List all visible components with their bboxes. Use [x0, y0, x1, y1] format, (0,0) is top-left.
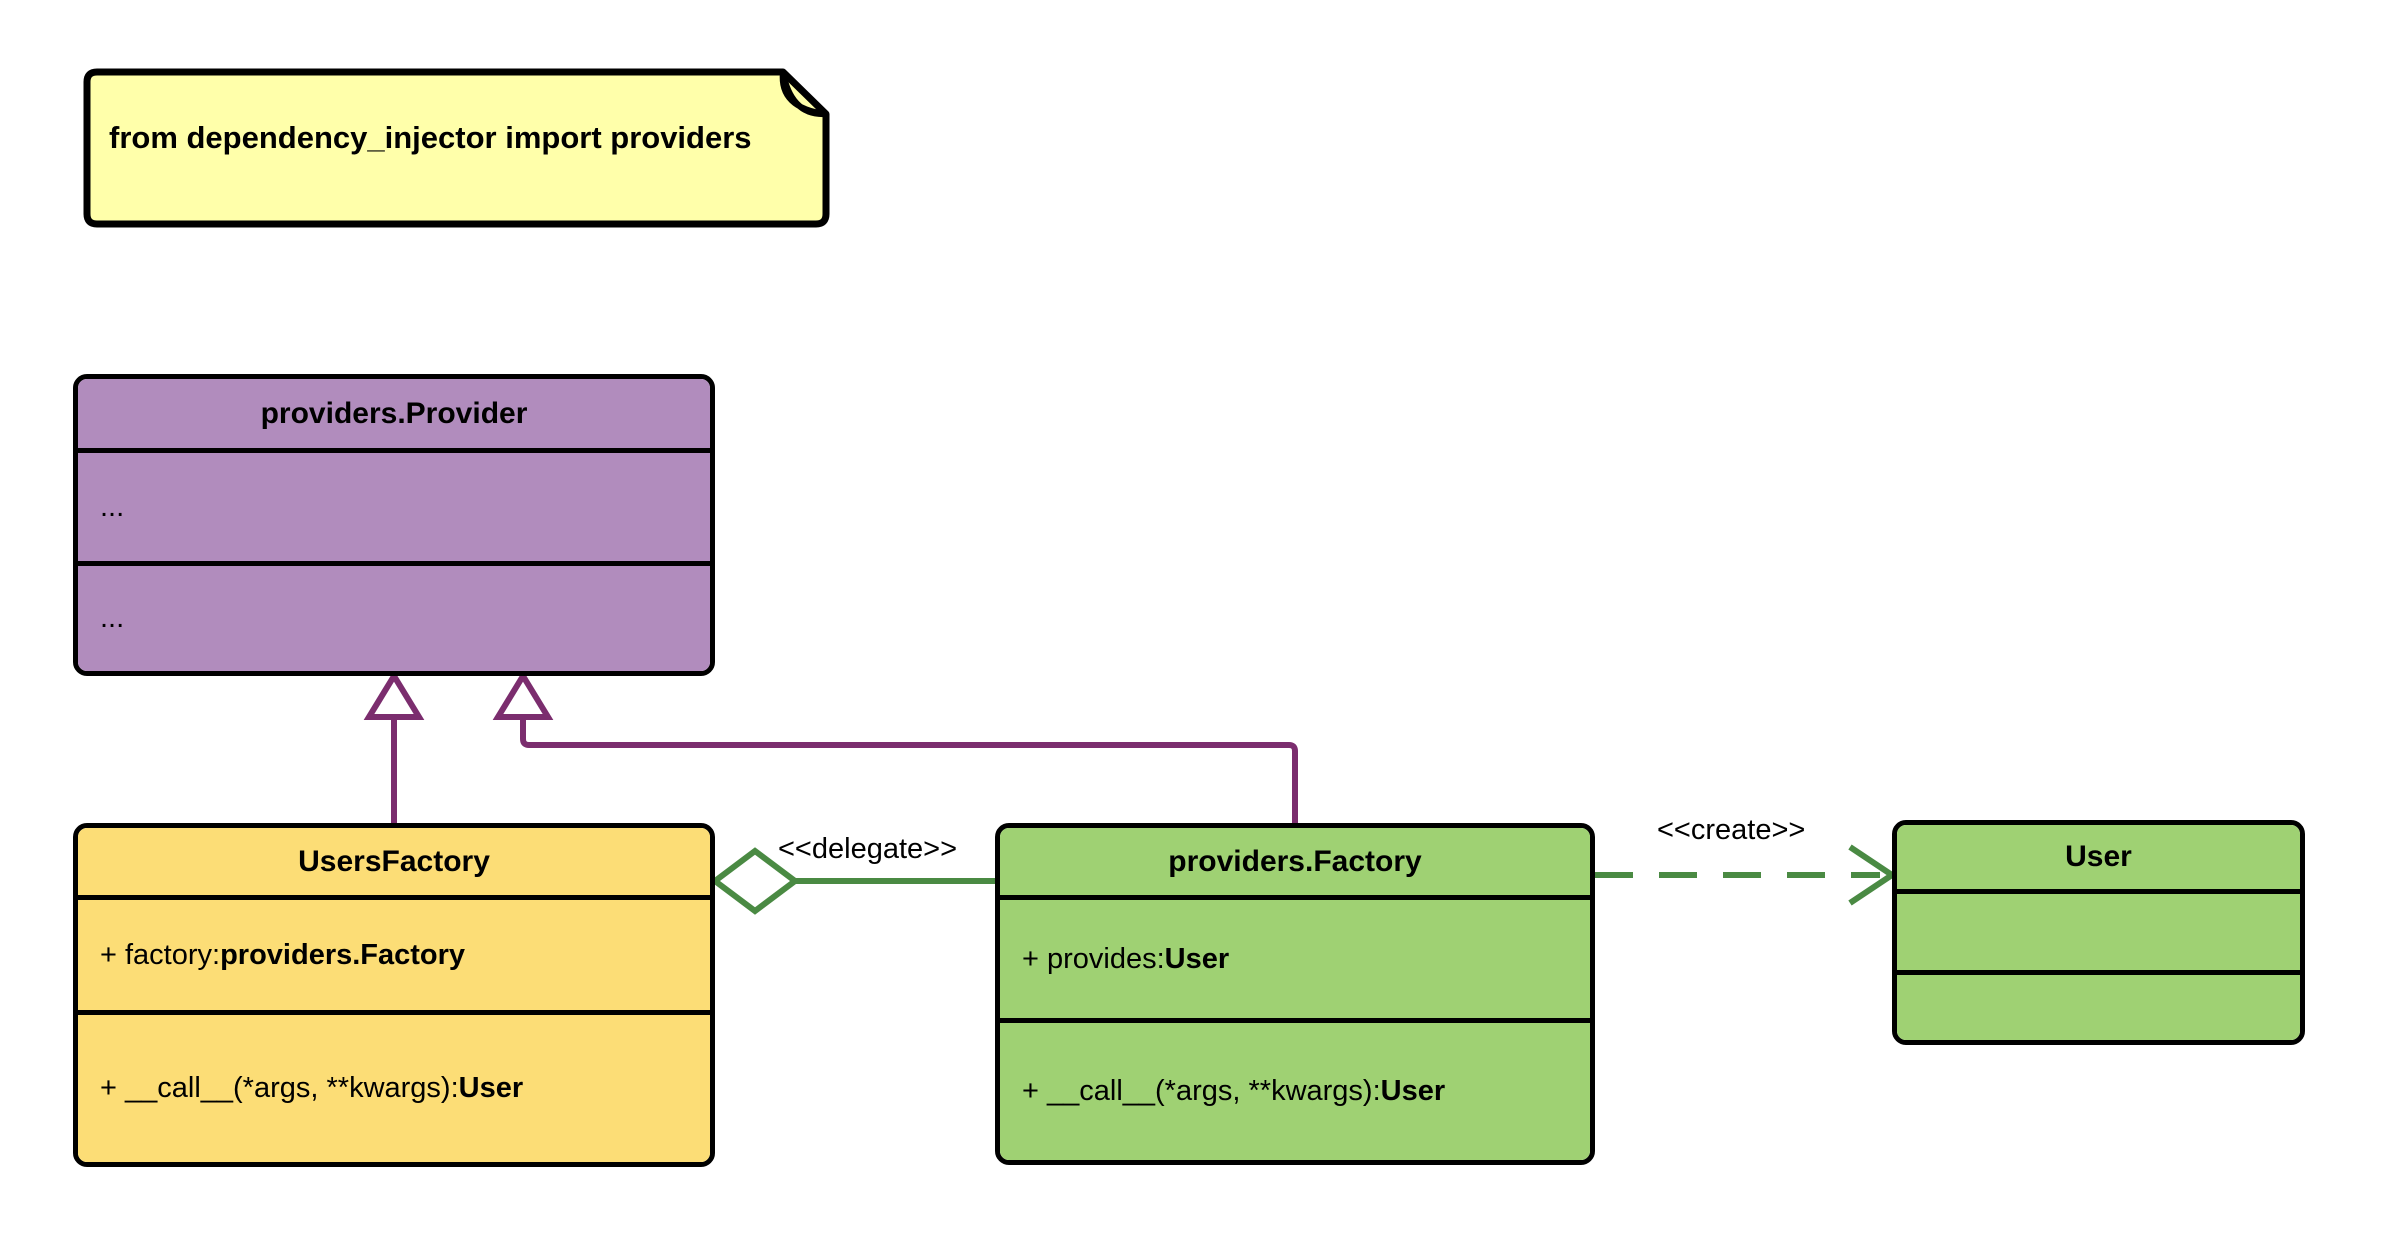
class-attributes-usersfactory: + factory: providers.Factory — [78, 895, 710, 1010]
dependency-create-edge[interactable] — [1595, 844, 1898, 906]
method-call-prefix-factory: + __call__(*args, **kwargs): — [1022, 1075, 1381, 1107]
attribute-provides-prefix: + provides: — [1022, 942, 1165, 975]
class-box-user[interactable]: User — [1892, 820, 2305, 1045]
class-title-providers-provider: providers.Provider — [78, 379, 710, 448]
class-title-user: User — [1897, 825, 2300, 889]
method-call-type: User — [458, 1072, 524, 1104]
class-title-providers-factory: providers.Factory — [1000, 828, 1590, 895]
note-shape — [83, 68, 830, 228]
class-methods-providers-factory: + __call__(*args, **kwargs): User — [1000, 1018, 1590, 1160]
generalization-providersfactory-to-provider[interactable] — [492, 670, 1298, 823]
attribute-provides-type: User — [1164, 942, 1230, 975]
method-call-type-factory: User — [1380, 1075, 1446, 1107]
class-attributes-providers-provider: ... — [78, 448, 710, 561]
edge-label-delegate: <<delegate>> — [778, 833, 958, 865]
class-box-usersfactory[interactable]: UsersFactory + factory: providers.Factor… — [73, 823, 715, 1167]
class-box-providers-factory[interactable]: providers.Factory + provides: User + __c… — [995, 823, 1595, 1165]
class-methods-user — [1897, 970, 2300, 1040]
class-box-providers-provider[interactable]: providers.Provider ... ... — [73, 374, 715, 676]
attribute-factory-prefix: + factory: — [100, 938, 221, 971]
class-title-usersfactory: UsersFactory — [78, 828, 710, 895]
generalization-usersfactory-to-provider[interactable] — [363, 670, 425, 823]
class-methods-providers-provider: ... — [78, 561, 710, 671]
note-comment[interactable]: from dependency_injector import provider… — [73, 68, 830, 228]
note-text: from dependency_injector import provider… — [109, 120, 752, 155]
class-attributes-providers-factory: + provides: User — [1000, 895, 1590, 1018]
class-attributes-user — [1897, 888, 2300, 971]
edge-label-create: <<create>> — [1657, 814, 1806, 846]
attribute-factory-type: providers.Factory — [220, 938, 466, 971]
class-methods-usersfactory: + __call__(*args, **kwargs): User — [78, 1010, 710, 1162]
method-call-prefix: + __call__(*args, **kwargs): — [100, 1072, 459, 1104]
